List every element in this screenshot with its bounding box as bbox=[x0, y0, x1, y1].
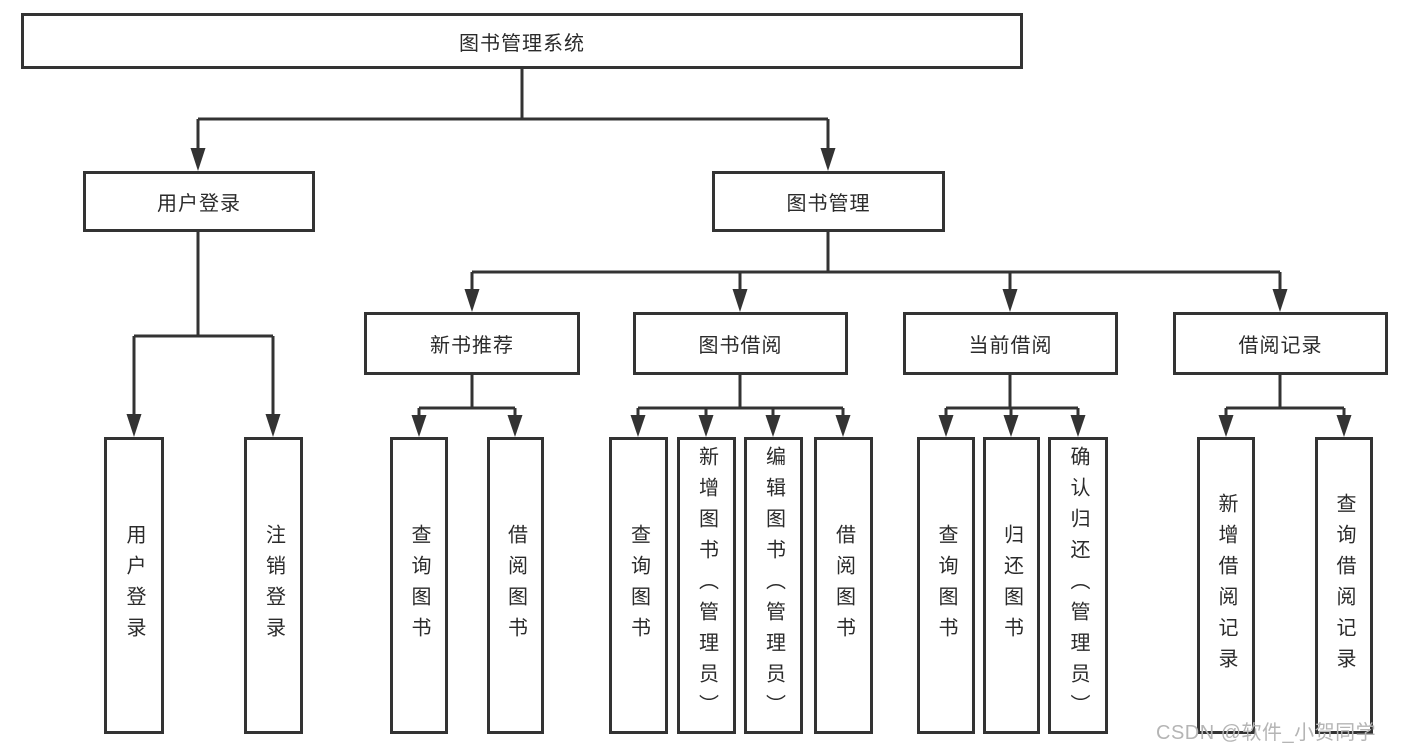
node-leaf-borrow-book-2: 借阅图书 bbox=[814, 437, 873, 734]
node-leaf-user-login: 用户登录 bbox=[104, 437, 164, 734]
node-leaf-confirm-return-admin-label: 确认归还（管理员） bbox=[1067, 446, 1089, 725]
node-leaf-add-borrow-record-label: 新增借阅记录 bbox=[1215, 492, 1237, 679]
node-root-label: 图书管理系统 bbox=[459, 32, 585, 55]
node-leaf-edit-book-admin: 编辑图书（管理员） bbox=[744, 437, 803, 734]
node-leaf-user-login-label: 用户登录 bbox=[123, 523, 145, 648]
node-new-book-recommend: 新书推荐 bbox=[364, 312, 580, 375]
node-leaf-query-book-2: 查询图书 bbox=[609, 437, 668, 734]
node-book-mgmt: 图书管理 bbox=[712, 171, 945, 232]
connector-root-to-level2 bbox=[190, 69, 836, 171]
node-leaf-confirm-return-admin: 确认归还（管理员） bbox=[1048, 437, 1108, 734]
node-leaf-return-book-label: 归还图书 bbox=[1000, 523, 1023, 648]
node-leaf-query-borrow-record-label: 查询借阅记录 bbox=[1333, 492, 1355, 679]
node-leaf-add-book-admin: 新增图书（管理员） bbox=[677, 437, 736, 734]
connector-book-mgmt-to-level3 bbox=[464, 232, 1288, 312]
node-leaf-logout: 注销登录 bbox=[244, 437, 303, 734]
node-leaf-query-borrow-record: 查询借阅记录 bbox=[1315, 437, 1373, 734]
node-book-borrow: 图书借阅 bbox=[633, 312, 848, 375]
connector-book-borrow-to-leaves bbox=[630, 375, 851, 437]
connector-new-book-rec-to-leaves bbox=[411, 375, 523, 437]
node-leaf-query-book-3-label: 查询图书 bbox=[935, 523, 957, 648]
node-leaf-query-book-3: 查询图书 bbox=[917, 437, 975, 734]
node-leaf-logout-label: 注销登录 bbox=[262, 523, 285, 648]
node-new-book-recommend-label: 新书推荐 bbox=[430, 335, 514, 357]
node-user-login: 用户登录 bbox=[83, 171, 315, 232]
csdn-watermark: CSDN @软件_小贺同学 bbox=[1156, 722, 1377, 744]
connector-current-borrow-to-leaves bbox=[938, 375, 1086, 437]
node-leaf-borrow-book-2-label: 借阅图书 bbox=[832, 523, 855, 648]
node-root: 图书管理系统 bbox=[21, 13, 1023, 69]
node-leaf-add-borrow-record: 新增借阅记录 bbox=[1197, 437, 1255, 734]
node-leaf-borrow-book-1-label: 借阅图书 bbox=[504, 523, 527, 648]
node-user-login-label: 用户登录 bbox=[157, 193, 241, 215]
node-leaf-query-book-2-label: 查询图书 bbox=[627, 523, 650, 648]
connector-user-login-to-leaves bbox=[126, 232, 281, 437]
node-leaf-query-book-1-label: 查询图书 bbox=[408, 523, 430, 648]
node-leaf-return-book: 归还图书 bbox=[983, 437, 1040, 734]
connector-borrow-record-to-leaves bbox=[1218, 375, 1352, 437]
node-book-borrow-label: 图书借阅 bbox=[698, 335, 783, 357]
node-borrow-record-label: 借阅记录 bbox=[1238, 335, 1323, 357]
node-leaf-edit-book-admin-label: 编辑图书（管理员） bbox=[762, 446, 785, 725]
node-leaf-borrow-book-1: 借阅图书 bbox=[487, 437, 544, 734]
node-book-mgmt-label: 图书管理 bbox=[786, 193, 871, 215]
node-leaf-query-book-1: 查询图书 bbox=[390, 437, 448, 734]
node-borrow-record: 借阅记录 bbox=[1173, 312, 1388, 375]
node-current-borrow-label: 当前借阅 bbox=[968, 335, 1053, 357]
node-current-borrow: 当前借阅 bbox=[903, 312, 1118, 375]
node-leaf-add-book-admin-label: 新增图书（管理员） bbox=[695, 446, 718, 725]
